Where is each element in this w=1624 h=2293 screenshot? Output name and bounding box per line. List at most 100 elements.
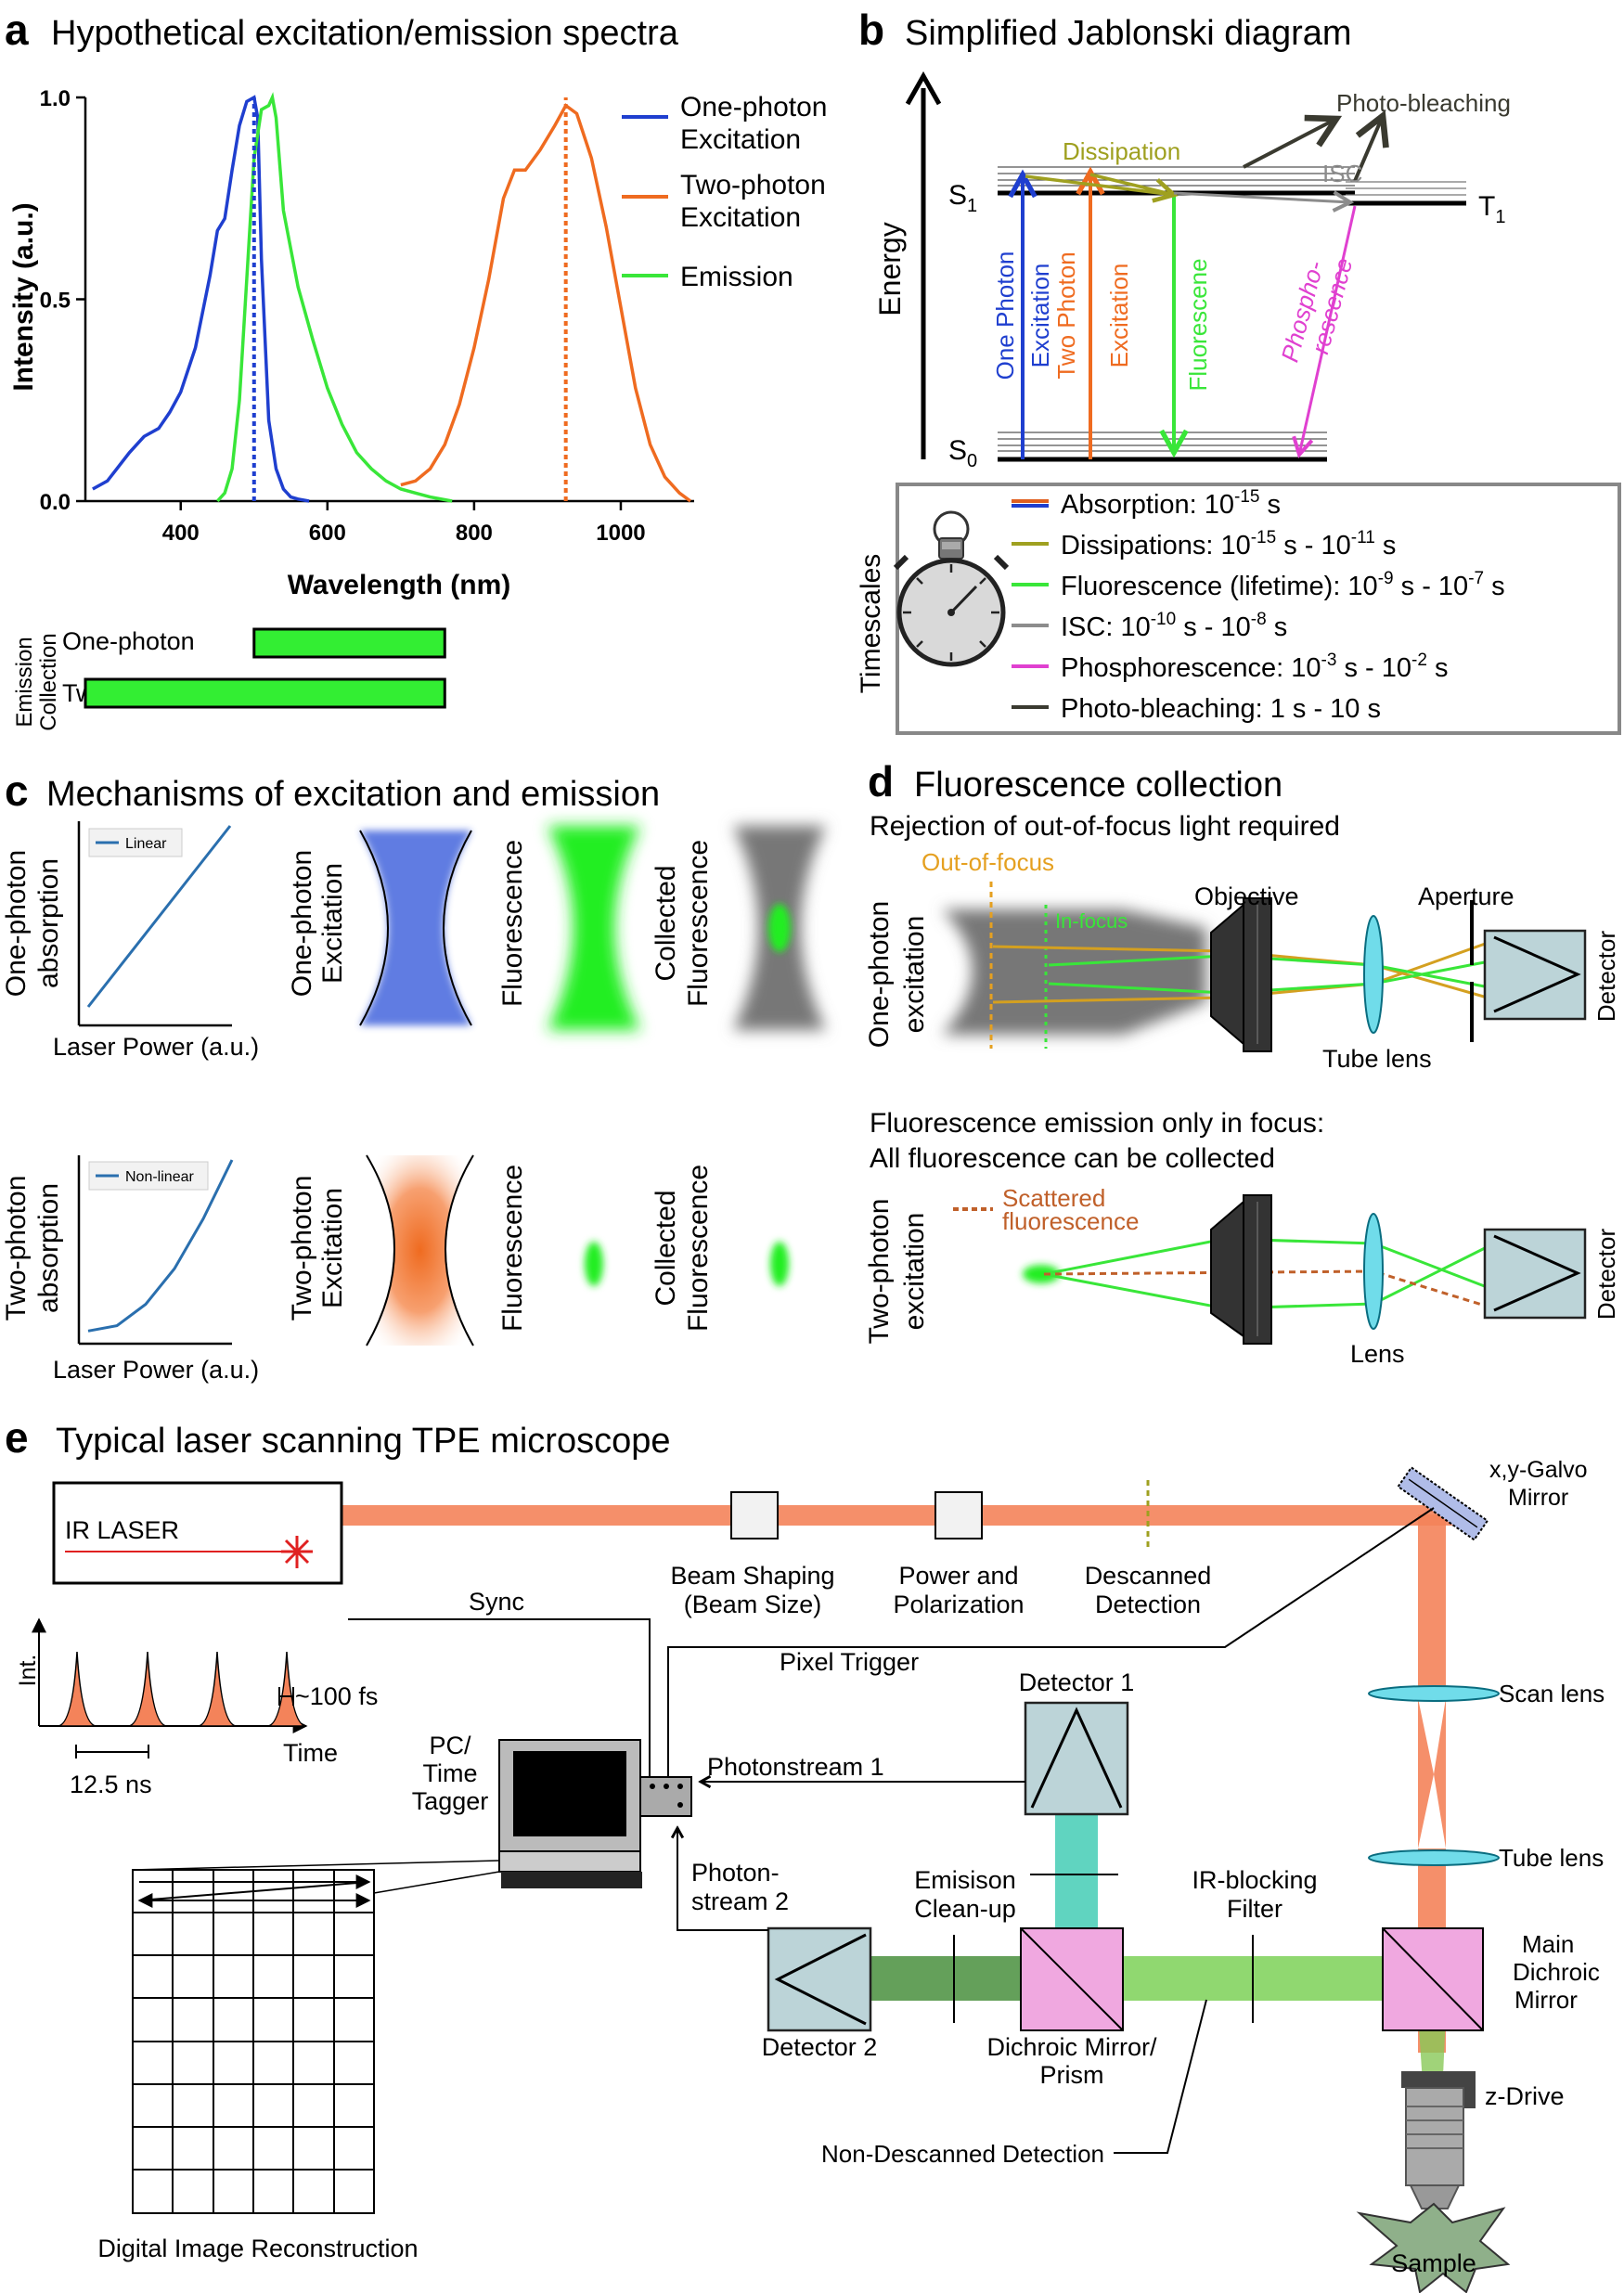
photonstream2-l2: stream 2: [691, 1887, 789, 1915]
panel-b: b Simplified Jablonski diagram Energy S1…: [856, 6, 1621, 735]
d-two-photon-l2: excitation: [899, 1213, 930, 1331]
y-tick-label: 1.0: [40, 86, 71, 111]
y-tick-label: 0.0: [40, 490, 71, 515]
panel-d: d Fluorescence collection Rejection of o…: [864, 757, 1620, 1368]
timescale-entry: Absorption: 10-15 s: [1061, 487, 1281, 520]
orange-beam-waist: [366, 1154, 474, 1346]
objective-e-icon: [1405, 2087, 1464, 2209]
tube-lens-e-label: Tube lens: [1499, 1844, 1604, 1872]
sync-label: Sync: [469, 1588, 524, 1616]
timescale-entry: Photo-bleaching: 1 s - 10 s: [1061, 694, 1381, 724]
panel-a-letter: a: [5, 6, 29, 54]
legend-emission: Emission: [680, 262, 793, 292]
d-subtitle-2-l1: Fluorescence emission only in focus:: [870, 1108, 1324, 1139]
fs-label: ~100 fs: [295, 1682, 378, 1710]
pulse-train-plot: Int. ~100 fs Time 12.5 ns: [15, 1617, 378, 1798]
zdrive-label: z-Drive: [1485, 2082, 1565, 2110]
sync-wire: [348, 1618, 650, 1796]
detector-label-d2: Detector: [1592, 1229, 1620, 1320]
panel-a-title: Hypothetical excitation/emission spectra: [51, 14, 679, 53]
fluorescence-label: Fluorescene: [1184, 258, 1212, 391]
emission-collection: Emission Collection One-photon Two-photo…: [12, 627, 446, 731]
objective-icon-2: [1210, 1194, 1272, 1345]
spectra-legend: One-photon Excitation Two-photon Excitat…: [622, 92, 827, 292]
laser-star-icon: [281, 1536, 313, 1568]
galvo-l1: x,y-Galvo: [1489, 1457, 1588, 1483]
objective-icon: [1210, 897, 1272, 1052]
panel-c: c Mechanisms of excitation and emission …: [1, 766, 826, 1384]
scan-lens-icon: [1368, 1685, 1500, 1702]
emission-path-main: [1118, 1956, 1397, 2001]
dissipation-label: Dissipation: [1063, 137, 1180, 165]
legend-linear: Linear: [125, 836, 167, 852]
two-photon-excitation-l1: Two Photon: [1052, 251, 1080, 379]
timescale-entry: Phosphorescence: 10-3 s - 10-2 s: [1061, 651, 1449, 683]
ns-marker: [75, 1745, 149, 1758]
y-axis-label: Intensity (a.u.): [8, 202, 39, 391]
isc-arrow: [1173, 193, 1350, 202]
pc-l1: PC/: [429, 1732, 471, 1759]
d-subtitle-2-l2: All fluorescence can be collected: [870, 1143, 1275, 1174]
c-fluorescence-2: Fluorescence: [497, 1165, 528, 1332]
detector-label-d1: Detector: [1592, 931, 1620, 1023]
spectra-series: [92, 92, 692, 503]
x-tick-label: 1000: [596, 521, 645, 546]
power-pol-box: [934, 1491, 983, 1539]
timescales-title: Timescales: [856, 554, 886, 694]
panel-b-letter: b: [858, 6, 884, 54]
linear-absorption-chart: Linear One-photon absorption Laser Power…: [1, 821, 259, 1061]
panel-b-title: Simplified Jablonski diagram: [905, 14, 1352, 53]
c-two-photon-excitation-l2: Excitation: [317, 1188, 348, 1308]
photobleaching-arrow-1: [1243, 119, 1336, 169]
tube-lens-e-icon: [1368, 1849, 1500, 1866]
nonlinear-absorption-chart: Non-linear Two-photon absorption Laser P…: [1, 1155, 259, 1384]
c-collected-l2-2: Fluorescence: [683, 1165, 714, 1332]
out-of-focus-label: Out-of-focus: [922, 848, 1054, 876]
legend-one-photon-l1: One-photon: [680, 92, 827, 122]
d-gray-beam: [942, 909, 1206, 1035]
lens-icon: [1363, 1213, 1384, 1330]
y-tick-label: 0.5: [40, 289, 71, 314]
dichroic-prism-icon: [1020, 1927, 1124, 2031]
non-descanned-leader: [1114, 1999, 1207, 2154]
series-line-one-photon-excitation: [92, 95, 310, 503]
main-dichroic-l1: Main: [1522, 1930, 1574, 1958]
t1-levels: [1346, 181, 1466, 196]
photonstream1-label: Photonstream 1: [707, 1753, 884, 1781]
series-line-two-photon-excitation: [400, 103, 692, 503]
int-label: Int.: [15, 1655, 41, 1687]
energy-axis-arrowhead: [905, 71, 942, 106]
green-fluorescence-cone: [548, 826, 640, 1030]
x-tick-label: 400: [162, 521, 200, 546]
collection-title-l1: Emission: [12, 637, 37, 727]
pc-l2: Time: [423, 1759, 478, 1787]
power-pol-l2: Polarization: [893, 1591, 1024, 1618]
emission-path-det2: [870, 1956, 1027, 2001]
legend-two-photon-l2: Excitation: [680, 202, 801, 233]
pc-to-grid-2: [373, 1871, 500, 1894]
photobleaching-label: Photo-bleaching: [1336, 89, 1511, 117]
timescale-entry: Fluorescence (lifetime): 10-9 s - 10-7 s: [1061, 569, 1505, 601]
phosphorescence-arrow: [1299, 205, 1357, 455]
scattered-l1: Scattered: [1002, 1184, 1105, 1212]
beam-shaping-box: [730, 1491, 779, 1539]
x-tick-label: 600: [309, 521, 346, 546]
s0-label: S0: [948, 435, 977, 471]
galvo-mirror-icon: [1397, 1466, 1489, 1541]
ir-laser-box: [52, 1481, 343, 1585]
objective-label: Objective: [1194, 882, 1299, 910]
collection-band: [84, 677, 446, 709]
d-ray-paths-2: [1043, 1237, 1495, 1310]
c-one-photon-excitation-l1: One-photon: [287, 850, 317, 997]
y-ticks: 0.0 0.5 1.0: [40, 86, 85, 515]
descanned-l2: Detection: [1095, 1591, 1201, 1618]
d-one-photon-l1: One-photon: [864, 901, 895, 1048]
in-focus-label: In-focus: [1055, 909, 1128, 933]
detector1-label: Detector 1: [1019, 1668, 1135, 1696]
legend-one-photon-l2: Excitation: [680, 124, 801, 155]
main-dichroic-l3: Mirror: [1514, 1986, 1578, 2014]
series-line-emission: [216, 92, 453, 503]
power-pol-l1: Power and: [898, 1562, 1018, 1590]
